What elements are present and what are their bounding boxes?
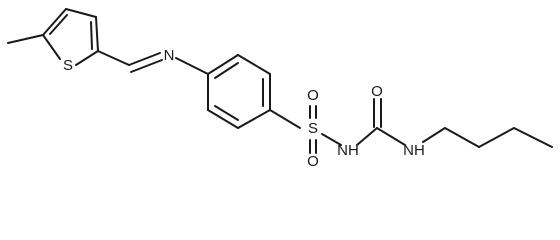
bond-benzene-double-1 <box>214 62 239 79</box>
bond-imine-2 <box>130 59 163 73</box>
bond-benzene-c2-c3 <box>237 54 271 75</box>
bond-nh-carbonyl <box>356 127 378 146</box>
atom-label-nh-2: NH <box>403 142 425 159</box>
bond-thiophene-s-c5 <box>42 34 61 60</box>
bond-butyl-2 <box>444 127 480 148</box>
atom-label-s-sulfonyl: S <box>308 120 318 137</box>
bond-thiophene-c5-c4 <box>42 8 67 36</box>
bond-imine-1 <box>128 52 161 66</box>
bond-benzene-sulfonyl <box>269 109 301 129</box>
bond-thiophene-ch <box>97 50 130 66</box>
bond-thiophene-double-2 <box>90 21 93 50</box>
bond-s-nh <box>321 133 342 146</box>
bond-thiophene-double-1 <box>49 14 68 35</box>
atom-label-n-imine: N <box>164 47 175 64</box>
bond-thiophene-c2-s <box>75 50 99 66</box>
bond-benzene-c1-c2 <box>207 54 239 75</box>
chemical-structure-diagram: S N S O O NH O NH <box>7 8 553 170</box>
atom-label-o-carbonyl: O <box>371 83 383 100</box>
bond-butyl-3 <box>478 127 515 148</box>
atom-label-o-bottom: O <box>307 153 319 170</box>
bond-benzene-c5-c6 <box>207 109 239 129</box>
bond-carbonyl-nh <box>376 127 406 146</box>
atom-label-nh-1: NH <box>337 142 359 159</box>
bond-butyl-1 <box>422 127 446 143</box>
bond-benzene-c4-c5 <box>237 109 271 129</box>
bond-butyl-4 <box>513 127 553 148</box>
bond-methyl-thiophene <box>7 34 44 44</box>
structure-canvas: S N S O O NH O NH <box>7 8 553 170</box>
atom-label-o-top: O <box>307 87 319 104</box>
bond-thiophene-c4-c3 <box>65 8 97 18</box>
bond-thiophene-c3-c2 <box>95 16 99 52</box>
bond-benzene-double-3 <box>214 105 239 121</box>
bond-n-benzene <box>175 57 209 75</box>
atom-label-s-thiophene: S <box>63 57 73 74</box>
